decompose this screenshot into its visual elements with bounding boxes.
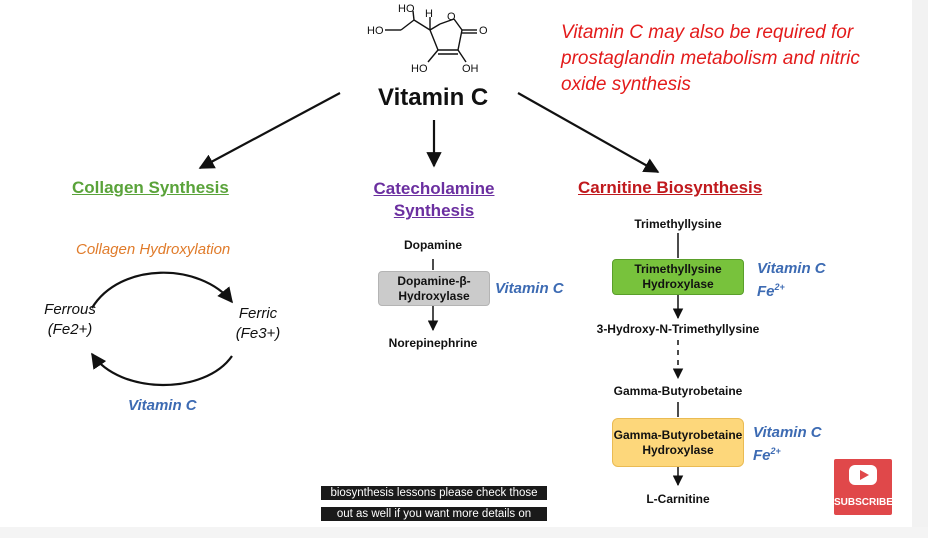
ferric-label: Ferric (Fe3+)	[228, 304, 288, 344]
norepinephrine-label: Norepinephrine	[388, 336, 478, 350]
dbh-enzyme-box: Dopamine-β-Hydroxylase	[378, 271, 490, 306]
dopamine-label: Dopamine	[403, 238, 462, 252]
gbbh-iron-symbol: Fe	[753, 447, 771, 464]
ferrous-charge: (Fe2+)	[47, 321, 93, 338]
carnitine-heading: Carnitine Biosynthesis	[578, 178, 763, 197]
tmlh-vitamin-c: Vitamin C	[757, 260, 826, 277]
tmlh-enzyme-box: Trimethyllysine Hydroxylase	[612, 259, 744, 295]
collagen-process-label: Collagen Hydroxylation	[76, 241, 231, 258]
arc-ferric-to-ferrous	[91, 352, 233, 387]
catecholamine-heading: Catecholamine Synthesis	[373, 179, 495, 220]
arrow-to-carnitine	[517, 92, 660, 173]
collagen-heading: Collagen Synthesis	[72, 178, 229, 197]
ferrous-label: Ferrous (Fe2+)	[40, 300, 100, 340]
caption-line-1: biosynthesis lessons please check those	[321, 486, 547, 500]
mol-label-ho-1: HO	[367, 25, 384, 37]
vitamin-c-structure	[385, 10, 477, 63]
gbb-label: Gamma-Butyrobetaine	[613, 384, 743, 398]
mol-label-o-ring: O	[447, 11, 456, 23]
caption-line-2: out as well if you want more details on	[321, 507, 547, 521]
mol-label-h: H	[425, 8, 433, 20]
bottom-strip	[0, 527, 928, 538]
side-scroll-region	[912, 0, 928, 538]
side-note: Vitamin C may also be required for prost…	[561, 22, 860, 95]
gbbh-iron: Fe2+	[753, 442, 822, 465]
mol-label-o-carbonyl: O	[479, 25, 488, 37]
arc-ferrous-to-ferric	[91, 271, 233, 309]
tmlh-iron-charge: 2+	[774, 282, 785, 292]
ferric-charge: (Fe3+)	[235, 325, 281, 342]
subscribe-button[interactable]: SUBSCRIBE	[834, 459, 893, 515]
tmlh-cofactors: Vitamin C Fe2+	[757, 260, 826, 301]
trimethyllysine-label: Trimethyllysine	[634, 217, 722, 231]
l-carnitine-label: L-Carnitine	[646, 492, 710, 506]
ferrous-name: Ferrous	[44, 301, 96, 318]
mol-label-ho-3: HO	[411, 63, 428, 75]
mol-label-ho-2: HO	[398, 3, 415, 15]
gbbh-iron-charge: 2+	[770, 446, 781, 456]
gbbh-enzyme-box: Gamma-Butyrobetaine Hydroxylase	[612, 418, 744, 467]
gbbh-cofactors: Vitamin C Fe2+	[753, 424, 822, 465]
ferric-name: Ferric	[238, 305, 278, 322]
hydroxy-tml-label: 3-Hydroxy-N-Trimethyllysine	[596, 322, 760, 336]
catecholamine-cofactor: Vitamin C	[495, 280, 564, 297]
mol-label-oh: OH	[462, 63, 479, 75]
gbbh-vitamin-c: Vitamin C	[753, 424, 822, 441]
tmlh-iron-symbol: Fe	[757, 283, 775, 300]
arrow-to-collagen	[198, 92, 341, 169]
collagen-cofactor: Vitamin C	[128, 397, 197, 414]
subscribe-label: SUBSCRIBE	[834, 497, 893, 508]
play-icon	[849, 465, 877, 485]
tmlh-iron: Fe2+	[757, 278, 826, 301]
page-title: Vitamin C	[378, 84, 489, 111]
